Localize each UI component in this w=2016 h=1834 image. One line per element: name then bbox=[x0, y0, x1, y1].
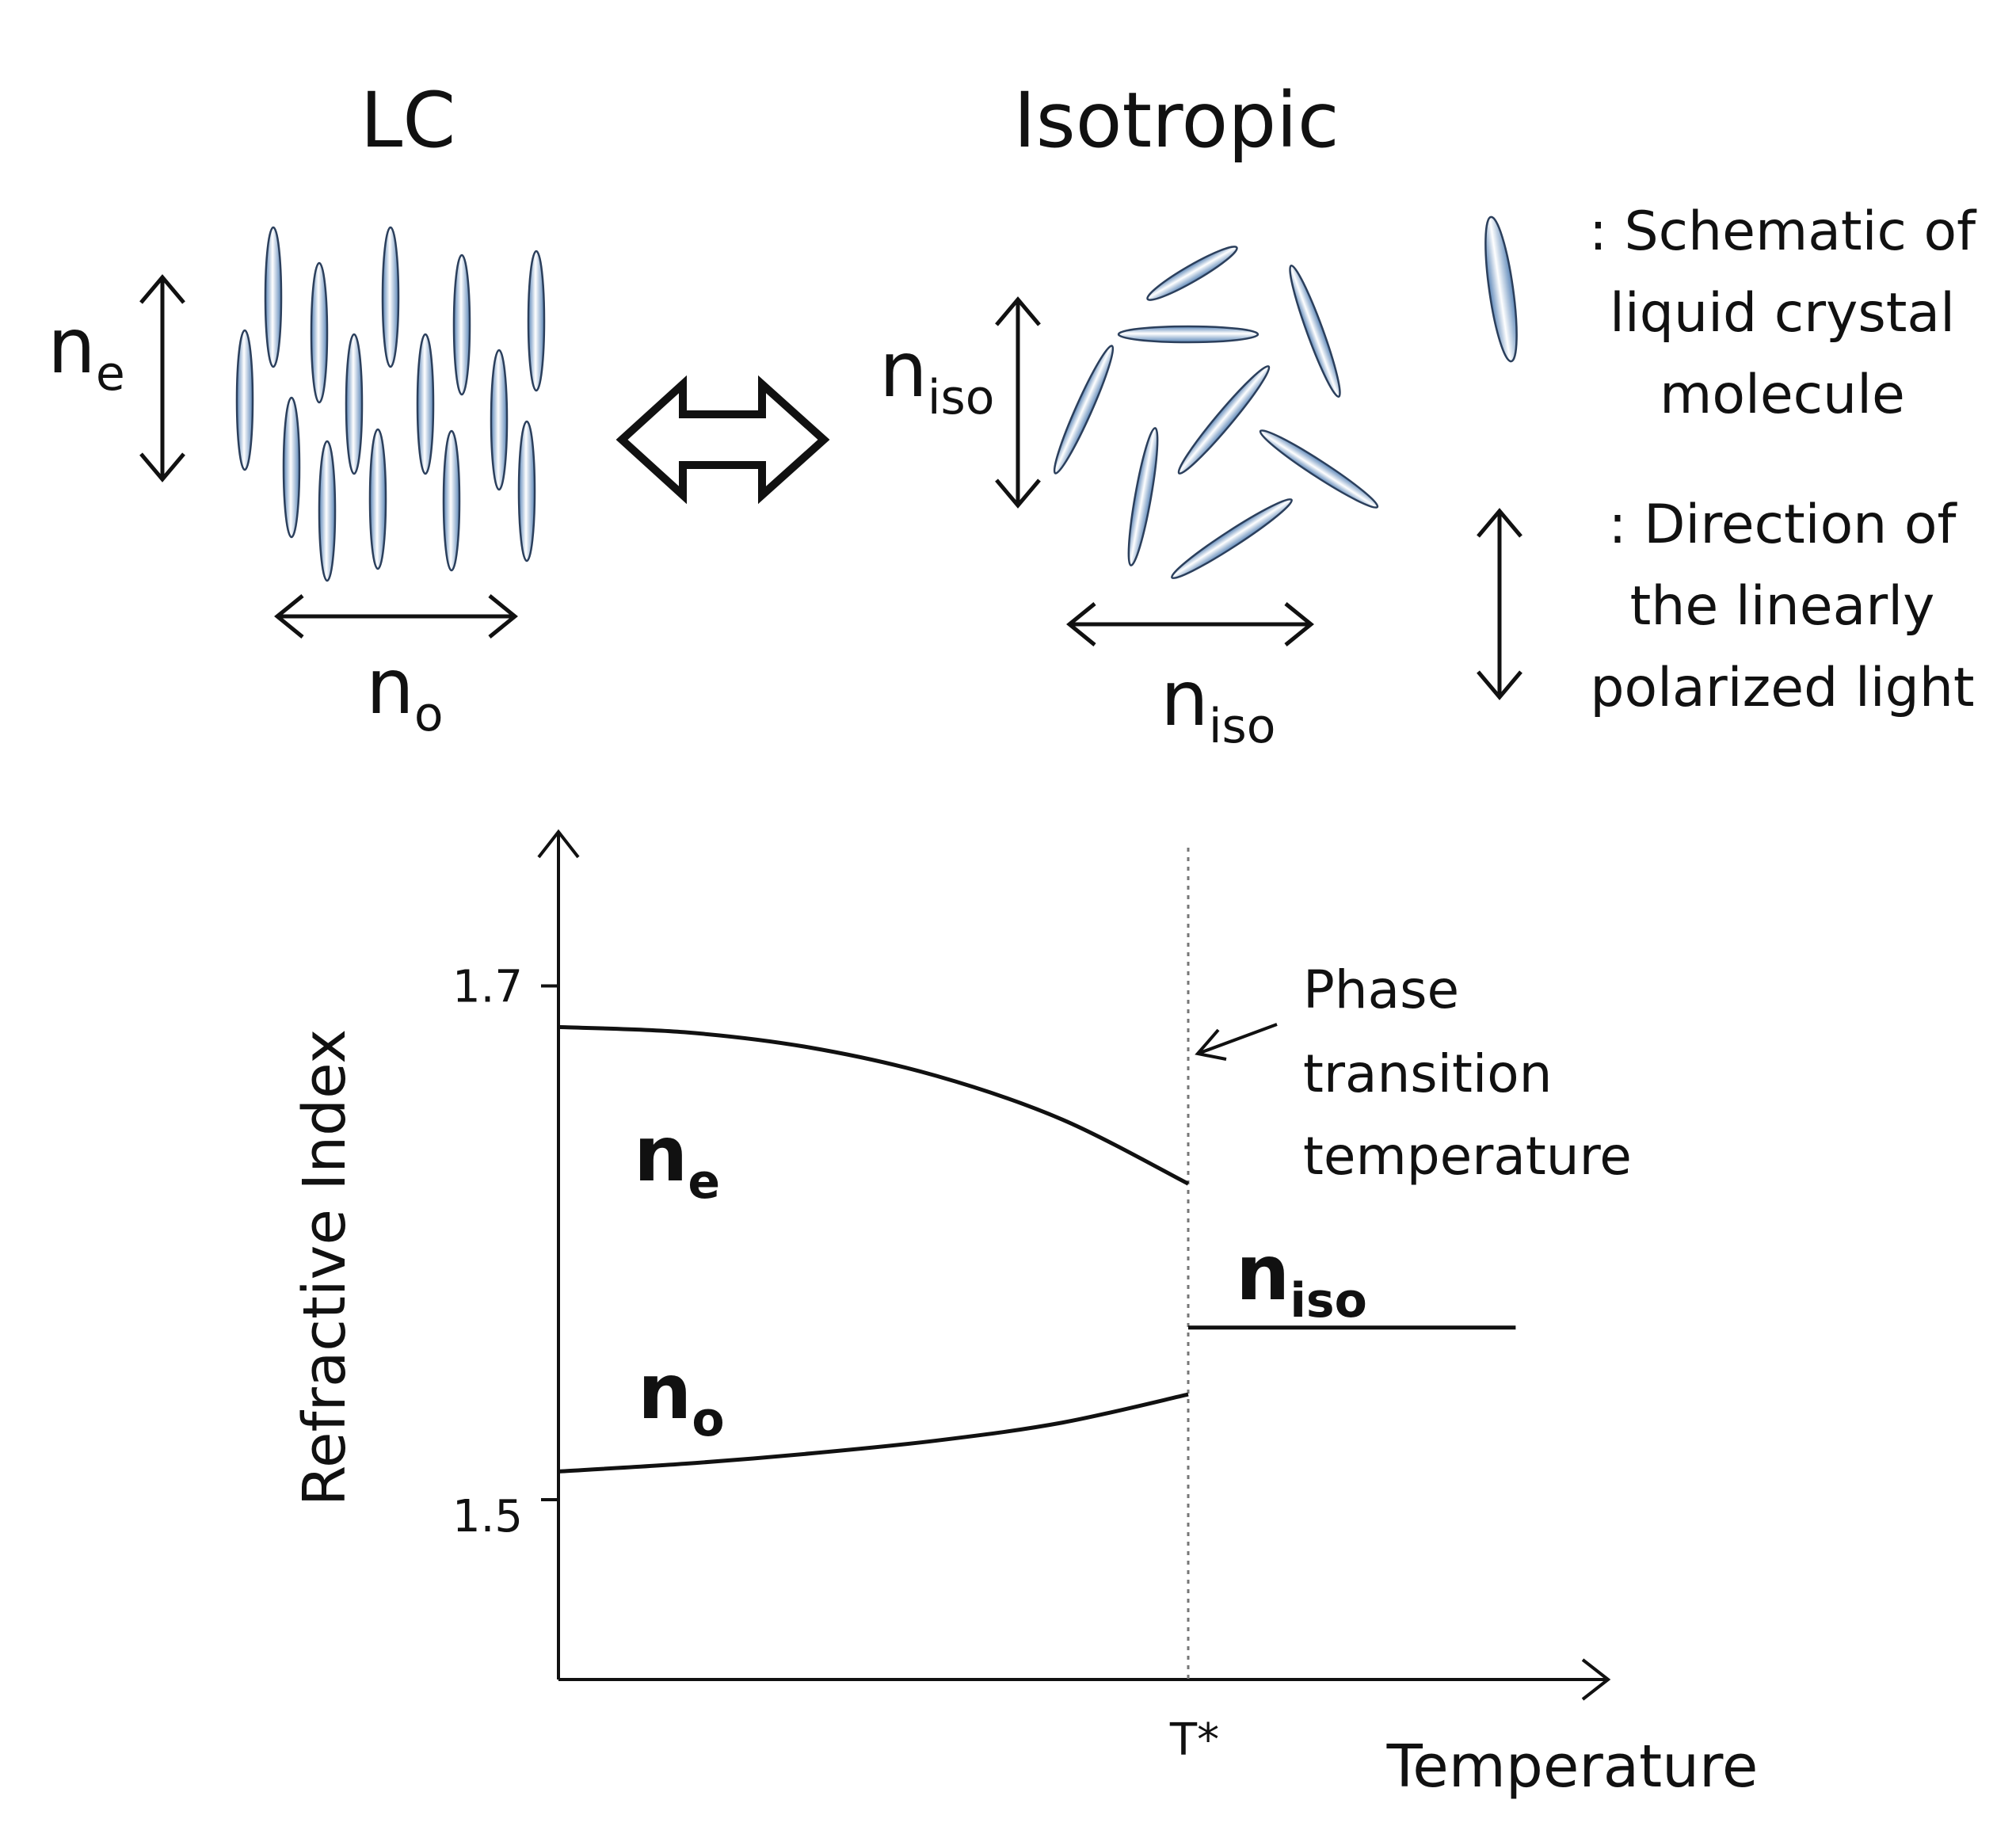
series-label-no: no bbox=[638, 1348, 725, 1447]
lc-ne-label: ne bbox=[48, 302, 125, 402]
lc-horizontal-arrow bbox=[274, 594, 518, 639]
isotropic-molecule bbox=[1127, 427, 1159, 566]
legend-arrow-line-1: : Direction of bbox=[1609, 494, 1958, 556]
y-axis-arrowhead bbox=[537, 829, 580, 859]
legend-molecule-line-2: liquid crystal bbox=[1610, 282, 1955, 345]
lc-molecule bbox=[527, 250, 546, 392]
series-label-niso: niso bbox=[1236, 1229, 1367, 1329]
iso-vertical-arrow bbox=[995, 296, 1041, 509]
lc-no-label: no bbox=[366, 642, 444, 742]
iso-bottom-label: niso bbox=[1160, 654, 1275, 754]
lc-molecule bbox=[235, 329, 254, 471]
lc-molecule bbox=[345, 333, 364, 475]
isotropic-molecule bbox=[1171, 498, 1293, 579]
annotation-line-3: temperature bbox=[1303, 1126, 1632, 1187]
legend-molecule-icon bbox=[1484, 215, 1518, 363]
lc-molecule bbox=[310, 261, 329, 404]
isotropic-molecule bbox=[1177, 365, 1271, 475]
lc-molecule bbox=[368, 428, 387, 570]
isotropic-title: Isotropic bbox=[1013, 76, 1339, 165]
isotropic-molecule bbox=[1053, 345, 1115, 475]
annotation-line-1: Phase bbox=[1303, 959, 1459, 1020]
isotropic-molecule bbox=[1117, 325, 1260, 344]
y-axis-title: Refractive Index bbox=[291, 1029, 359, 1506]
isotropic-molecule bbox=[1259, 429, 1379, 509]
legend-polarization-arrow bbox=[1477, 508, 1522, 700]
iso-left-label: niso bbox=[879, 326, 994, 425]
isotropic-molecule bbox=[1146, 246, 1238, 301]
lc-vertical-arrow bbox=[139, 274, 185, 482]
lc-molecule bbox=[264, 226, 283, 368]
legend-molecule-line-1: : Schematic of bbox=[1589, 200, 1977, 263]
y-tick-label-1-5: 1.5 bbox=[452, 1491, 523, 1542]
lc-molecule bbox=[381, 226, 400, 368]
legend-molecule-line-3: molecule bbox=[1660, 364, 1905, 426]
y-tick-label-1-7: 1.7 bbox=[452, 962, 523, 1013]
lc-molecule bbox=[490, 349, 509, 491]
x-axis-arrowhead bbox=[1581, 1658, 1611, 1701]
lc-molecule bbox=[452, 254, 471, 396]
isotropic-molecule bbox=[1289, 264, 1341, 398]
legend-arrow-line-3: polarized light bbox=[1590, 657, 1974, 719]
lc-title: LC bbox=[360, 76, 456, 165]
annotation-line-2: transition bbox=[1303, 1043, 1552, 1104]
lc-molecule bbox=[517, 420, 536, 562]
legend-arrow-line-2: the linearly bbox=[1630, 575, 1935, 638]
phase-equilibrium-arrow bbox=[615, 375, 830, 505]
series-label-ne: ne bbox=[634, 1110, 720, 1210]
refractive-index-chart: 1.7 1.5 Refractive Index Temperature T* … bbox=[291, 829, 1759, 1801]
lc-molecules bbox=[235, 226, 546, 582]
lc-molecule bbox=[416, 333, 435, 475]
x-marker-t-star: T* bbox=[1169, 1714, 1219, 1766]
isotropic-molecules bbox=[1053, 246, 1379, 579]
series-line-no bbox=[558, 1392, 1189, 1474]
lc-molecule bbox=[282, 396, 301, 539]
iso-horizontal-arrow bbox=[1066, 602, 1314, 646]
lc-molecule bbox=[318, 440, 337, 582]
x-axis-title: Temperature bbox=[1386, 1733, 1759, 1801]
series-line-ne bbox=[558, 1024, 1190, 1186]
annotation-arrow bbox=[1195, 1023, 1278, 1061]
lc-molecule bbox=[442, 429, 461, 572]
